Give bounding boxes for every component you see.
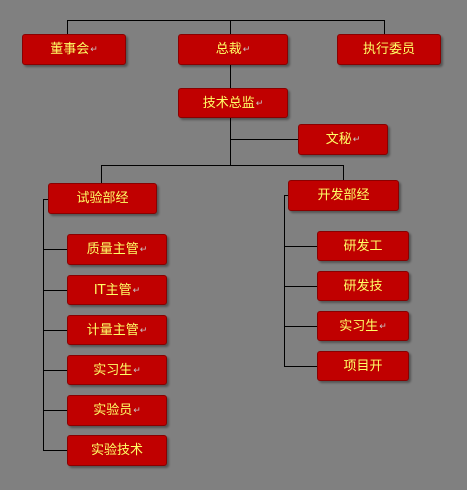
dev-dept-spine-top-connector [284, 195, 289, 196]
test-staff-node[interactable]: IT主管↵ [67, 275, 167, 305]
ceo-drop-connector [230, 20, 231, 35]
departments-horizontal-connector [101, 165, 344, 166]
top-horizontal-connector [67, 20, 385, 21]
paragraph-mark: ↵ [352, 135, 361, 145]
dev-staff-node[interactable]: 研发技 [317, 271, 409, 301]
dev-staff-label: 实习生 [339, 318, 379, 334]
dev-dept-manager-label: 开发部经 [317, 188, 370, 203]
test-branch-connector-5 [43, 410, 68, 411]
tech-director-label: 技术总监 [202, 95, 255, 111]
test-staff-node[interactable]: 计量主管↵ [67, 315, 167, 345]
board-label: 董事会 [50, 42, 90, 57]
test-branch-connector-3 [43, 330, 68, 331]
dev-branch-connector-1 [284, 246, 318, 247]
dev-staff-label: 研发工 [343, 238, 383, 254]
paragraph-mark: ↵ [133, 365, 141, 376]
test-dept-manager-node[interactable]: 试验部经 [48, 183, 157, 214]
test-staff-node[interactable]: 质量主管↵ [67, 234, 167, 265]
paragraph-mark: ↵ [132, 285, 141, 296]
test-staff-label: 计量主管 [86, 322, 139, 338]
paragraph-mark: ↵ [139, 245, 148, 255]
dev-staff-label: 研发技 [343, 278, 383, 294]
test-staff-label: 质量主管 [86, 242, 139, 257]
exec-committee-node[interactable]: 执行委员 [337, 34, 441, 65]
paragraph-mark: ↵ [133, 406, 141, 416]
test-branch-connector-2 [43, 290, 68, 291]
paragraph-mark: ↵ [255, 98, 264, 109]
secretary-label: 文秘 [325, 132, 352, 147]
test-staff-node[interactable]: 实验员↵ [67, 395, 167, 426]
test-dept-spine-connector [43, 199, 44, 451]
test-dept-drop-connector [101, 165, 102, 184]
exec-committee-label: 执行委员 [362, 42, 415, 57]
dev-dept-manager-node[interactable]: 开发部经 [288, 180, 399, 211]
director-stem-connector [230, 117, 231, 165]
ceo-label: 总裁 [215, 42, 242, 57]
test-staff-label: 实习生 [93, 362, 133, 378]
dev-branch-connector-3 [284, 326, 318, 327]
board-drop-connector [67, 20, 68, 35]
paragraph-mark: ↵ [379, 321, 387, 332]
dev-branch-connector-2 [284, 286, 318, 287]
dev-dept-spine-connector [284, 195, 285, 367]
test-dept-spine-top-connector [43, 199, 48, 200]
exec-drop-connector [384, 20, 385, 35]
secretary-connector [230, 139, 298, 140]
dev-staff-node[interactable]: 实习生↵ [317, 311, 409, 341]
dev-staff-label: 项目开 [343, 358, 383, 374]
test-branch-connector-4 [43, 370, 68, 371]
test-staff-label: 实验技术 [90, 443, 143, 458]
paragraph-mark: ↵ [139, 325, 148, 336]
test-staff-node[interactable]: 实习生↵ [67, 355, 167, 385]
board-node[interactable]: 董事会↵ [22, 34, 126, 65]
test-dept-manager-label: 试验部经 [76, 191, 129, 206]
test-staff-label: 实验员 [93, 403, 133, 418]
tech-director-node[interactable]: 技术总监↵ [178, 88, 288, 118]
paragraph-mark: ↵ [242, 45, 251, 55]
ceo-node[interactable]: 总裁↵ [178, 34, 288, 65]
test-branch-connector-6 [43, 450, 68, 451]
dev-branch-connector-4 [284, 366, 318, 367]
test-branch-connector-1 [43, 249, 68, 250]
dev-staff-node[interactable]: 研发工 [317, 231, 409, 261]
paragraph-mark: ↵ [90, 45, 98, 55]
test-staff-node[interactable]: 实验技术 [67, 435, 167, 466]
dev-staff-node[interactable]: 项目开 [317, 351, 409, 381]
secretary-node[interactable]: 文秘↵ [298, 124, 388, 155]
test-staff-label: IT主管 [93, 282, 132, 298]
dev-dept-drop-connector [343, 165, 344, 180]
ceo-to-director-connector [230, 64, 231, 89]
